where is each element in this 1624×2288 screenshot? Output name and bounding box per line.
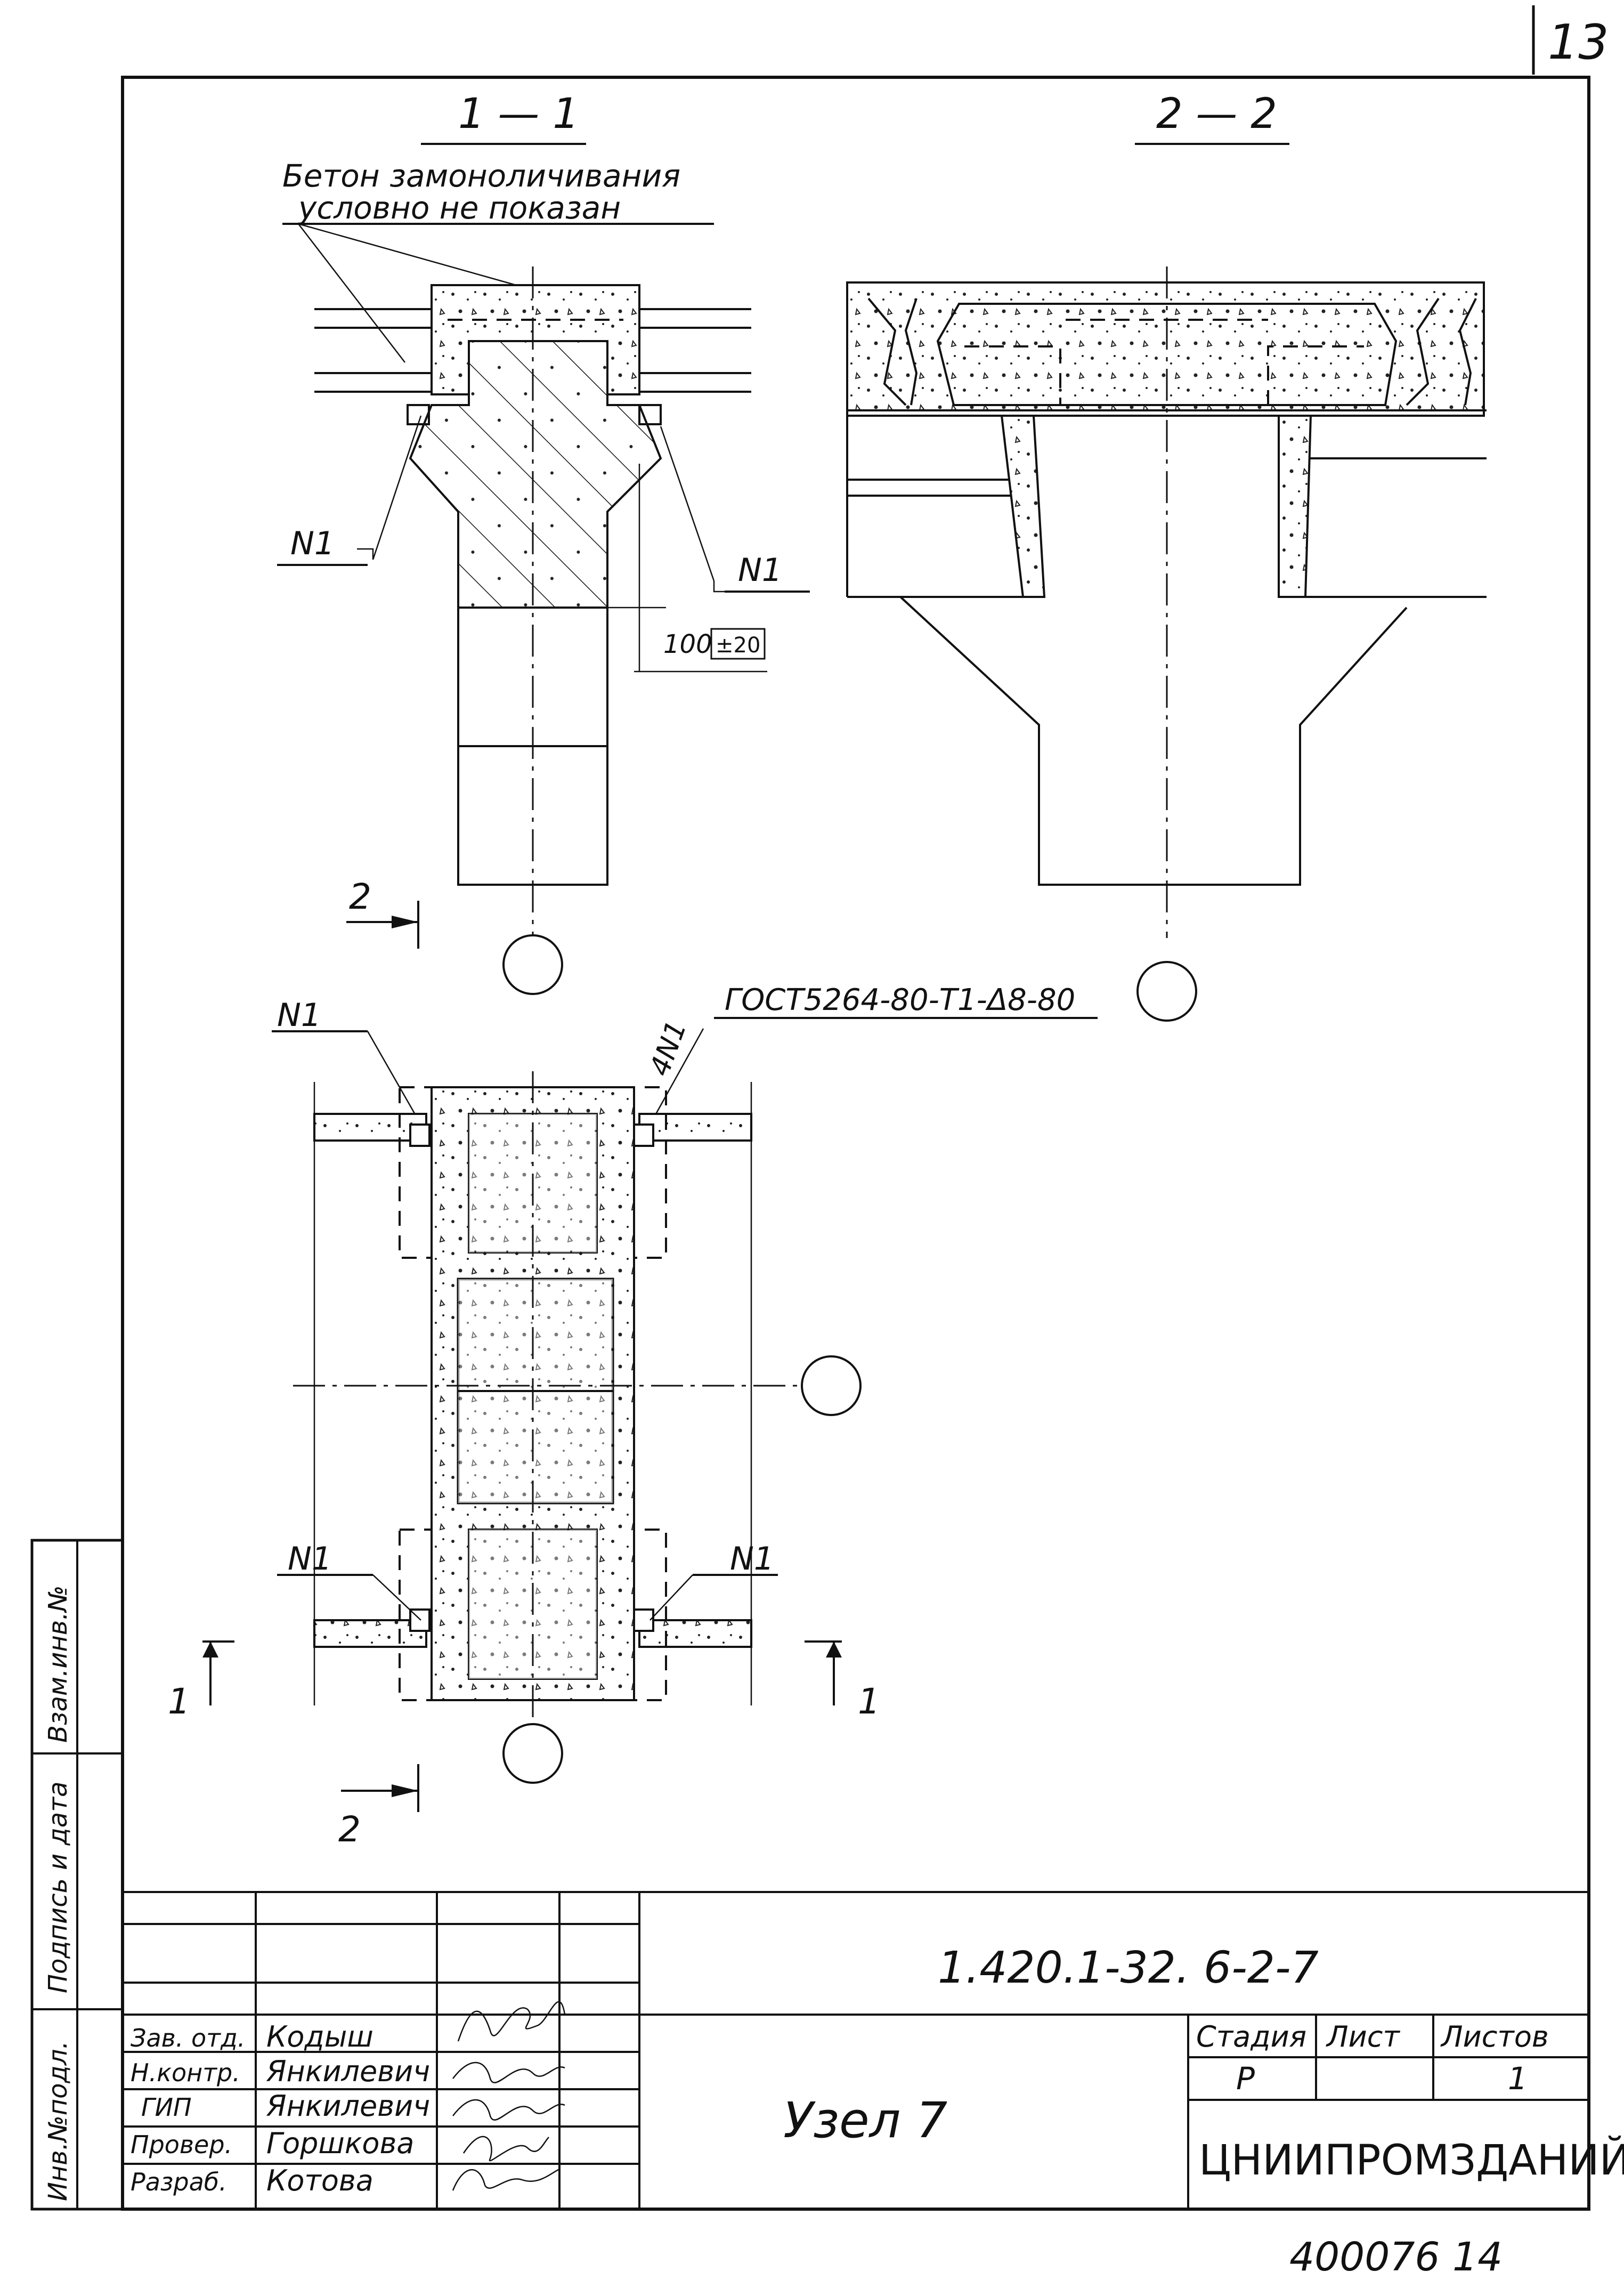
cut-marker-1-right: 1	[805, 1640, 880, 1722]
organization-name: ЦНИИПРОМЗДАНИЙ	[1199, 2136, 1624, 2185]
sheets-value: 1	[1508, 2060, 1528, 2097]
svg-text:100: 100	[663, 629, 712, 659]
grid-axis-bubble-1	[502, 934, 563, 995]
gost-spec: ГОСТ5264-80-Т1-Δ8-80	[725, 983, 1075, 1017]
side-stamp-field-2: Подпись и дата	[43, 1781, 73, 1993]
document-code: 1.420.1-32. 6-2-7	[938, 1943, 1319, 1993]
title-block: 1.420.1-32. 6-2-7 Узел 7 Стадия Лист Лис…	[123, 1891, 1624, 2209]
person-role-1: Зав. отд.	[131, 2024, 245, 2052]
sheet-frame	[121, 76, 1590, 2211]
svg-text:N1: N1	[290, 525, 335, 562]
page-number: 13	[1548, 14, 1609, 70]
person-name-4: Горшкова	[266, 2127, 414, 2160]
weld-callout-left: N1	[277, 415, 422, 566]
person-role-5: Разраб.	[131, 2168, 227, 2196]
stage-label: Стадия	[1196, 2020, 1306, 2053]
slab-band	[846, 281, 1485, 417]
section-1-1: 1 — 1 Бетон замоноличивания условно не п…	[277, 90, 810, 995]
drawing-title: Узел 7	[783, 2092, 947, 2149]
person-name-1: Кодыш	[266, 2020, 373, 2053]
note-leader-1	[298, 223, 405, 363]
person-role-2: Н.контр.	[131, 2058, 240, 2087]
callout-bottom-left: N1	[288, 1540, 332, 1578]
person-name-3: Янкилевич	[266, 2089, 430, 2123]
callout-top-left: N1	[277, 997, 321, 1034]
section-1-1-note-line2: условно не показан	[297, 190, 621, 226]
cut-marker-2-top: 2	[346, 876, 419, 949]
section-2-2-title: 2 — 2	[1156, 90, 1277, 138]
callout-top-right: 4N1	[644, 1016, 693, 1080]
bottom-stamp: 400076 14	[1289, 2234, 1503, 2280]
cut-marker-1-left: 1	[168, 1640, 234, 1722]
signature-4	[462, 2136, 549, 2162]
grid-axis-bubble-3	[801, 1355, 862, 1416]
signature-5	[452, 2168, 560, 2191]
svg-text:1: 1	[168, 1681, 190, 1722]
column-capital-2	[899, 596, 1408, 886]
floor-slab-left	[314, 308, 437, 393]
signature-2	[452, 2061, 565, 2083]
key-joint	[936, 303, 1398, 406]
weld-callout-right: N1	[660, 426, 810, 593]
person-name-2: Янкилевич	[266, 2055, 430, 2088]
section-2-2: 2 — 2	[846, 90, 1487, 1022]
cut-marker-2-bottom: 2	[338, 1764, 419, 1850]
svg-text:±20: ±20	[716, 633, 760, 658]
svg-text:2: 2	[349, 876, 371, 917]
person-name-5: Котова	[266, 2164, 373, 2197]
side-stamp-field-1: Инв.№подл.	[43, 2041, 73, 2201]
plan-view: ГОСТ5264-80-Т1-Δ8-80 N1 4N1	[168, 876, 1098, 1850]
sheet-label: Лист	[1326, 2020, 1400, 2053]
sheets-label: Листов	[1440, 2020, 1549, 2053]
section-1-1-note-line1: Бетон замоноличивания	[282, 158, 680, 194]
grid-axis-bubble-2	[1136, 961, 1197, 1022]
side-stamp: Инв.№подл. Подпись и дата Взам.инв.№	[30, 1539, 124, 2211]
grid-axis-bubble-4	[502, 1723, 563, 1784]
signature-3	[452, 2099, 565, 2121]
side-stamp-field-3: Взам.инв.№	[43, 1586, 73, 1743]
signature-1	[457, 2001, 566, 2042]
stage-value: Р	[1236, 2060, 1255, 2097]
svg-text:1: 1	[858, 1681, 880, 1722]
svg-text:N1: N1	[738, 552, 782, 589]
person-role-4: Провер.	[131, 2130, 232, 2159]
dimension-100: 100 ±20	[607, 464, 767, 673]
callout-bottom-right: N1	[730, 1540, 774, 1578]
person-role-3: ГИП	[141, 2093, 192, 2122]
svg-text:2: 2	[338, 1809, 361, 1850]
floor-slab-right	[634, 308, 751, 393]
section-1-1-title: 1 — 1	[458, 90, 579, 138]
